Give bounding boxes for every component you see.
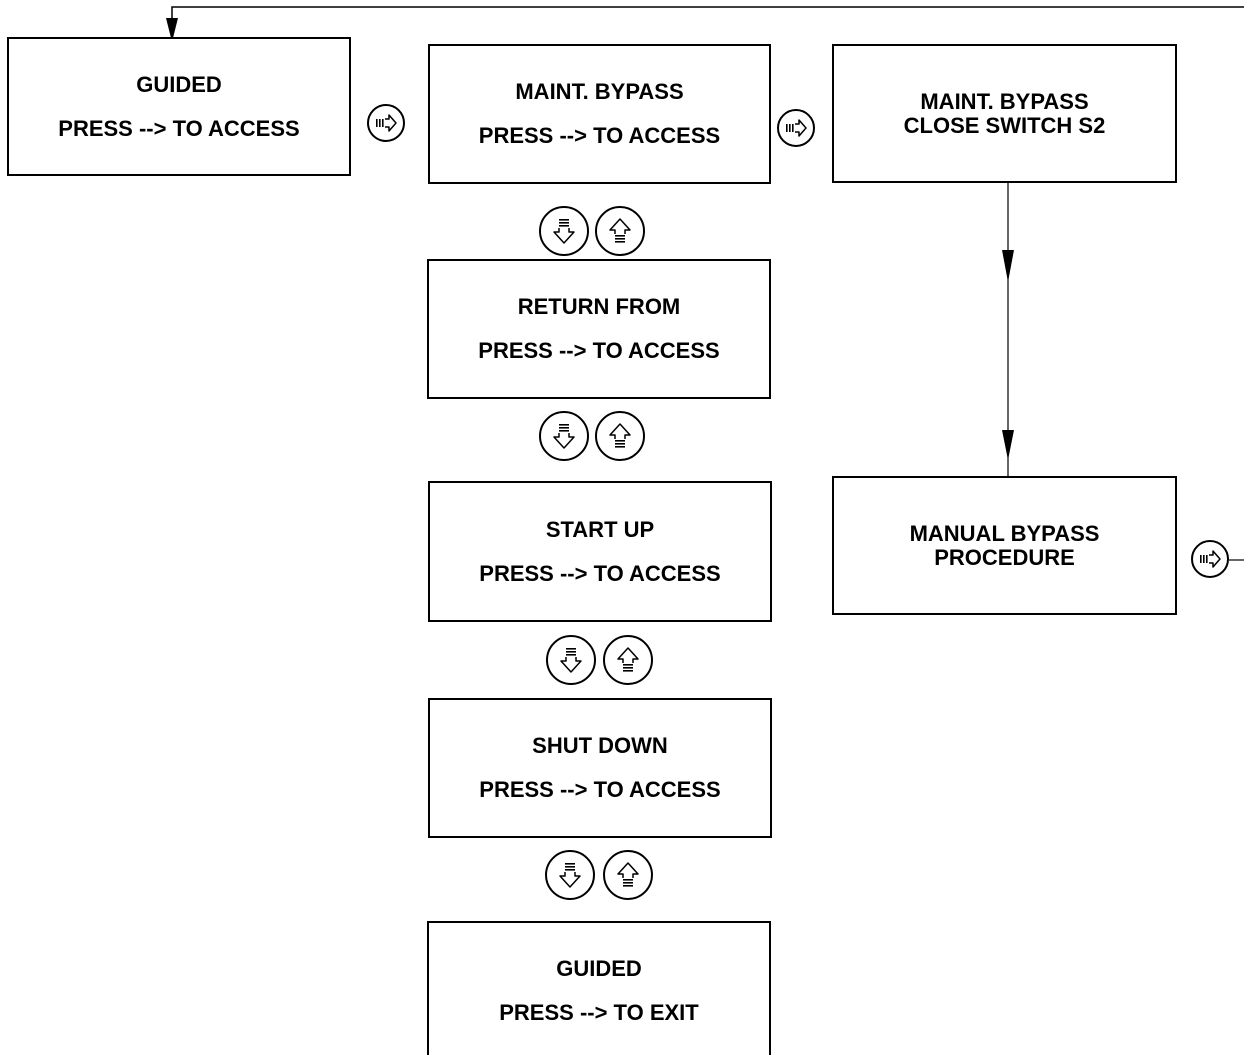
up-arrow-key-icon[interactable] xyxy=(603,850,653,900)
enter-key-icon[interactable] xyxy=(1191,540,1229,578)
return-loop-line xyxy=(171,6,1244,38)
up-arrow-key-icon[interactable] xyxy=(595,206,645,256)
box-instruction: PROCEDURE xyxy=(934,544,1075,570)
return-loop-arrowhead xyxy=(166,18,178,42)
up-arrow-key-icon[interactable] xyxy=(603,635,653,685)
box-instruction: CLOSE SWITCH S2 xyxy=(903,112,1106,138)
bypass-flow-arrowhead-1 xyxy=(1002,250,1014,282)
menu-box-maint-bypass-close-switch: MAINT. BYPASS CLOSE SWITCH S2 xyxy=(832,44,1177,183)
down-arrow-key-icon[interactable] xyxy=(545,850,595,900)
menu-box-guided-exit: GUIDED PRESS --> TO EXIT xyxy=(427,921,771,1055)
box-instruction: PRESS --> TO ACCESS xyxy=(479,560,721,586)
menu-box-return-from: RETURN FROM PRESS --> TO ACCESS xyxy=(427,259,771,399)
bypass-flow-arrowhead-2 xyxy=(1002,430,1014,460)
menu-box-start-up: START UP PRESS --> TO ACCESS xyxy=(428,481,772,622)
box-title: MAINT. BYPASS xyxy=(515,79,684,104)
up-arrow-key-icon[interactable] xyxy=(595,411,645,461)
box-title: SHUT DOWN xyxy=(532,733,668,758)
box-title: START UP xyxy=(545,516,655,542)
box-title: RETURN FROM xyxy=(517,294,681,319)
box-title: GUIDED xyxy=(556,956,642,981)
enter-key-icon[interactable] xyxy=(367,104,405,142)
box-title: GUIDED xyxy=(136,71,222,97)
down-arrow-key-icon[interactable] xyxy=(539,206,589,256)
enter-key-icon[interactable] xyxy=(777,109,815,147)
box-instruction: PRESS --> TO EXIT xyxy=(499,1000,699,1025)
menu-box-manual-bypass: MANUAL BYPASS PROCEDURE xyxy=(832,476,1177,615)
box-instruction: PRESS --> TO ACCESS xyxy=(478,338,720,363)
menu-box-maint-bypass: MAINT. BYPASS PRESS --> TO ACCESS xyxy=(428,44,771,184)
down-arrow-key-icon[interactable] xyxy=(539,411,589,461)
box-instruction: PRESS --> TO ACCESS xyxy=(478,123,721,148)
box-instruction: PRESS --> TO ACCESS xyxy=(479,777,721,802)
box-instruction: PRESS --> TO ACCESS xyxy=(58,115,300,141)
down-arrow-key-icon[interactable] xyxy=(546,635,596,685)
box-title: MAINT. BYPASS xyxy=(920,88,1089,114)
box-title: MANUAL BYPASS xyxy=(909,520,1100,546)
menu-box-guided: GUIDED PRESS --> TO ACCESS xyxy=(7,37,351,176)
menu-box-shut-down: SHUT DOWN PRESS --> TO ACCESS xyxy=(428,698,772,838)
